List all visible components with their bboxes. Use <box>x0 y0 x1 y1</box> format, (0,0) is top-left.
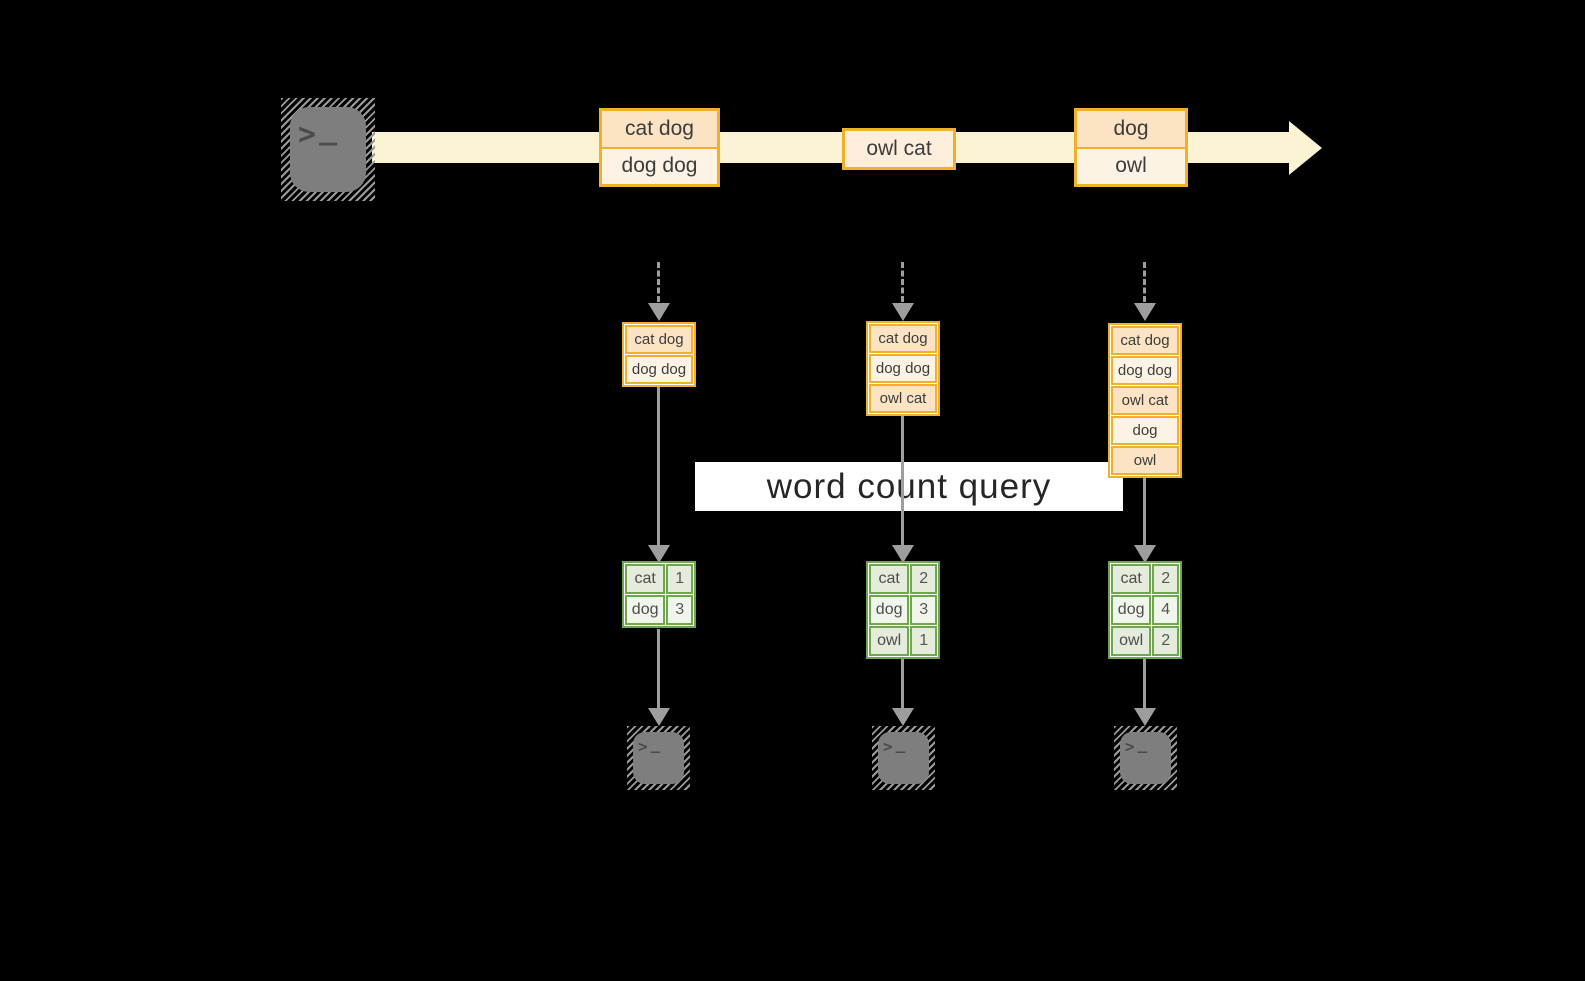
source-terminal-icon: >_ <box>281 98 375 201</box>
table-row: cat 1 <box>625 564 693 594</box>
dashed-arrow-head <box>892 303 914 321</box>
sink-terminal-icon-2: >_ <box>872 726 935 790</box>
terminal-prompt-icon: >_ <box>883 734 906 756</box>
terminal-prompt-icon: >_ <box>1125 734 1148 756</box>
stream-timeline-arrowhead <box>1289 121 1322 175</box>
terminal-icon-body <box>290 107 366 192</box>
count-cell: 2 <box>1152 564 1179 594</box>
stream-batch-1: cat dog dog dog <box>599 108 720 187</box>
sink-terminal-icon-3: >_ <box>1114 726 1177 790</box>
prompt-glyph: > <box>638 737 648 756</box>
arrow-head <box>1134 545 1156 563</box>
dashed-arrow-line <box>657 262 660 302</box>
terminal-icon-body <box>633 732 684 784</box>
result-table-2: cat 2 dog 3 owl 1 <box>866 561 940 659</box>
buffer-line: dog dog <box>625 355 693 384</box>
count-cell: 3 <box>910 595 937 625</box>
count-cell: 3 <box>666 595 693 625</box>
cursor-glyph: _ <box>1137 734 1148 754</box>
buffer-stack-2: cat dog dog dog owl cat <box>866 321 940 416</box>
terminal-icon-body <box>878 732 929 784</box>
cursor-glyph: _ <box>895 734 906 754</box>
terminal-prompt-icon: >_ <box>638 734 661 756</box>
prompt-glyph: > <box>1125 737 1135 756</box>
table-row: cat 2 <box>1111 564 1179 594</box>
table-row: owl 1 <box>869 626 937 656</box>
buffer-line: dog dog <box>1111 356 1179 385</box>
terminal-icon-body <box>1120 732 1171 784</box>
arrow-head <box>892 708 914 726</box>
buffer-line: dog <box>1111 416 1179 445</box>
buffer-line: cat dog <box>869 324 937 353</box>
buffer-line: dog dog <box>869 354 937 383</box>
terminal-prompt-icon: >_ <box>298 114 337 152</box>
arrow-line <box>1143 659 1146 708</box>
word-cell: dog <box>869 595 910 625</box>
table-row: owl 2 <box>1111 626 1179 656</box>
arrow-head <box>648 545 670 563</box>
arrow-line <box>901 416 904 545</box>
arrow-line <box>657 387 660 545</box>
word-cell: cat <box>1111 564 1152 594</box>
word-cell: dog <box>1111 595 1152 625</box>
prompt-glyph: > <box>883 737 893 756</box>
count-cell: 2 <box>1152 626 1179 656</box>
sink-terminal-icon-1: >_ <box>627 726 690 790</box>
buffer-stack-1: cat dog dog dog <box>622 322 696 387</box>
arrow-head <box>1134 708 1156 726</box>
table-row: dog 3 <box>869 595 937 625</box>
arrow-head <box>648 708 670 726</box>
batch-line: dog dog <box>602 146 717 184</box>
word-cell: owl <box>1111 626 1152 656</box>
dashed-arrow-line <box>901 262 904 302</box>
result-table-3: cat 2 dog 4 owl 2 <box>1108 561 1182 659</box>
query-banner: word count query <box>695 462 1123 511</box>
buffer-line: cat dog <box>625 325 693 354</box>
batch-line: owl <box>1077 146 1185 184</box>
count-cell: 4 <box>1152 595 1179 625</box>
buffer-line: cat dog <box>1111 326 1179 355</box>
stream-batch-2: owl cat <box>842 128 956 170</box>
buffer-stack-3: cat dog dog dog owl cat dog owl <box>1108 323 1182 478</box>
batch-line: cat dog <box>602 111 717 147</box>
arrow-line <box>901 659 904 708</box>
count-cell: 2 <box>910 564 937 594</box>
cursor-glyph: _ <box>319 111 338 147</box>
table-row: dog 3 <box>625 595 693 625</box>
word-cell: cat <box>869 564 910 594</box>
table-row: dog 4 <box>1111 595 1179 625</box>
query-label: word count query <box>766 466 1052 506</box>
word-cell: cat <box>625 564 666 594</box>
arrow-line <box>657 629 660 708</box>
dashed-arrow-head <box>648 303 670 321</box>
buffer-line: owl cat <box>1111 386 1179 415</box>
buffer-line: owl <box>1111 446 1179 475</box>
stream-batch-3: dog owl <box>1074 108 1188 187</box>
arrow-line <box>1143 478 1146 545</box>
result-table-1: cat 1 dog 3 <box>622 561 696 628</box>
arrow-head <box>892 545 914 563</box>
prompt-glyph: > <box>298 117 317 152</box>
dashed-arrow-line <box>1143 262 1146 302</box>
table-row: cat 2 <box>869 564 937 594</box>
batch-line: owl cat <box>845 131 953 167</box>
cursor-glyph: _ <box>650 734 661 754</box>
count-cell: 1 <box>910 626 937 656</box>
dashed-arrow-head <box>1134 303 1156 321</box>
batch-line: dog <box>1077 111 1185 147</box>
buffer-line: owl cat <box>869 384 937 413</box>
count-cell: 1 <box>666 564 693 594</box>
word-cell: dog <box>625 595 666 625</box>
word-cell: owl <box>869 626 910 656</box>
